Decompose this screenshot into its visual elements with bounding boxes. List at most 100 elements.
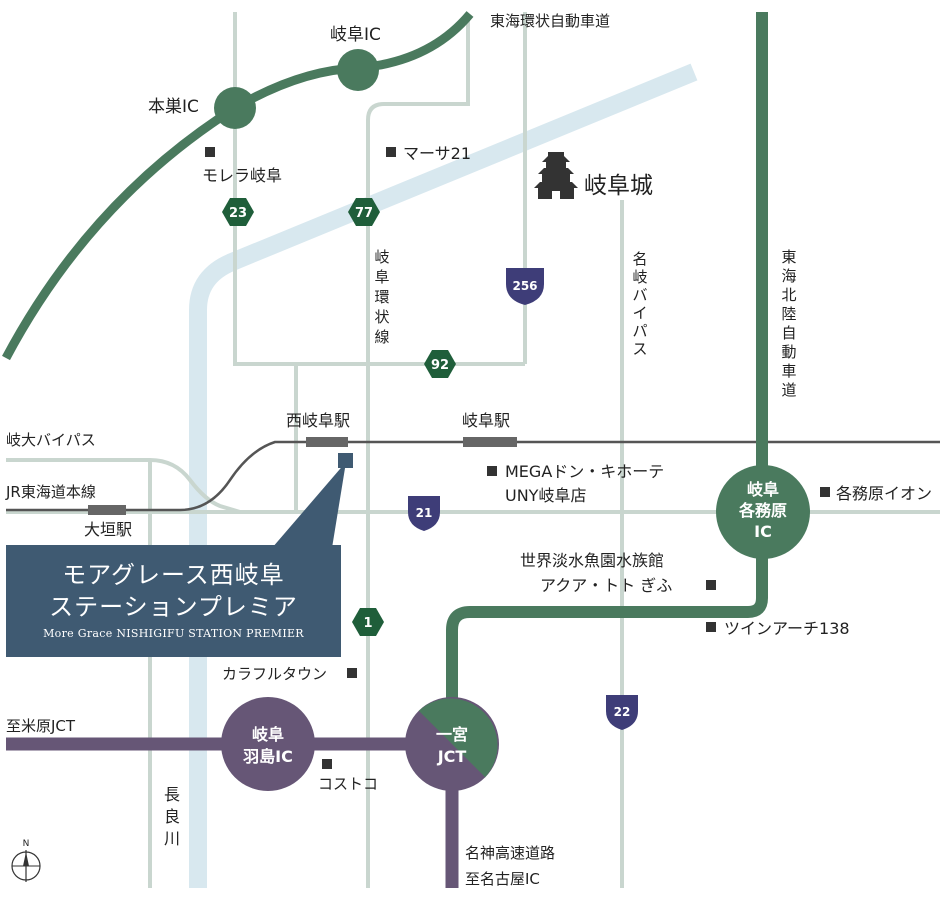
mozo-marker: [205, 147, 215, 157]
svg-text:1: 1: [363, 616, 372, 631]
motosu-ic-label: 本巣IC: [148, 97, 199, 117]
route-21-badge: 21: [408, 496, 440, 531]
tokai-hokuriku-label: 東 海 北 陸 自 動 車 道: [781, 248, 796, 399]
svg-text:川: 川: [164, 829, 180, 848]
nagoya-ic-label: 至名古屋IC: [465, 870, 540, 888]
svg-text:自: 自: [781, 324, 796, 342]
costco-marker: [322, 759, 332, 769]
gifu-kanjo-label: 岐 阜 環 状 線: [374, 248, 389, 346]
tokai-hokuriku-expressway: [446, 12, 768, 738]
twin-arch-marker: [706, 622, 716, 632]
ic-label-line2: 各務原: [738, 501, 787, 520]
gifu-station-marker: [463, 437, 517, 447]
ic-label-line1: 岐阜: [252, 725, 284, 744]
tokai-kanjo-expressway: [2, 11, 474, 361]
motosu-ic: [214, 87, 256, 129]
route-22-badge: 22: [606, 695, 638, 730]
property-marker: [338, 453, 353, 468]
meigi-bypass-label: 名 岐 バ イ パ ス: [632, 250, 647, 358]
landmark-markers: [205, 147, 830, 769]
ichinomiya-jct: 一宮 JCT: [405, 697, 499, 791]
nagara-river-label: 長 良 川: [164, 785, 180, 848]
meishin-label: 名神高速道路: [465, 844, 555, 862]
gifu-ic-label: 岐阜IC: [330, 25, 381, 45]
nishigifu-station-marker: [306, 437, 348, 447]
property-pointer: [272, 462, 346, 548]
road-gidai-bypass: [6, 458, 241, 514]
svg-text:東: 東: [781, 248, 796, 266]
gifu-station-label: 岐阜駅: [462, 411, 510, 430]
mozo-label: モレラ岐阜: [202, 166, 282, 185]
jr-tokaido-line: [6, 440, 940, 512]
road-gifu-kanjo: [366, 15, 470, 888]
svg-text:256: 256: [512, 279, 537, 293]
route-23-badge: 23: [222, 198, 254, 226]
aquarium-marker: [706, 580, 716, 590]
jct-label-line1: 一宮: [436, 725, 468, 744]
twin-arch-label: ツインアーチ138: [724, 619, 850, 638]
maibara-jct-label: 至米原JCT: [6, 717, 76, 735]
ic-label-line3: IC: [754, 522, 772, 541]
compass-icon: N: [11, 839, 41, 882]
svg-text:線: 線: [374, 328, 389, 346]
tokai-kanjo-label: 東海環状自動車道: [490, 12, 610, 30]
jr-tokaido-label: JR東海道本線: [5, 483, 96, 501]
svg-text:北: 北: [781, 286, 796, 304]
svg-text:パ: パ: [632, 322, 647, 340]
aquarium-label-1: 世界淡水魚園水族館: [520, 551, 664, 570]
svg-text:イ: イ: [632, 304, 647, 322]
nishigifu-station-label: 西岐阜駅: [286, 411, 350, 430]
aquarium-label-2: アクア・トト ぎふ: [540, 576, 672, 595]
route-1-badge: 1: [352, 608, 384, 636]
svg-text:車: 車: [781, 362, 796, 380]
mega-donki-marker: [487, 466, 497, 476]
ic-label-line2: 羽島IC: [243, 747, 293, 766]
svg-text:23: 23: [229, 206, 247, 221]
svg-text:岐: 岐: [374, 248, 389, 266]
gifu-kakamigahara-ic: 岐阜 各務原 IC: [716, 465, 810, 559]
svg-text:道: 道: [781, 381, 796, 399]
svg-text:ス: ス: [632, 340, 647, 358]
svg-text:21: 21: [416, 506, 433, 520]
svg-text:22: 22: [614, 705, 631, 719]
local-roads: [6, 12, 940, 888]
ogaki-station-label: 大垣駅: [84, 520, 132, 539]
gifu-castle-label: 岐阜城: [584, 173, 653, 199]
route-256-badge: 256: [506, 268, 544, 305]
nagara-river: [189, 63, 698, 888]
uny-label: UNY岐阜店: [505, 486, 586, 505]
svg-text:動: 動: [781, 343, 796, 361]
route-92-badge: 92: [424, 350, 456, 378]
mega-donki-label: MEGAドン・キホーテ: [505, 462, 664, 481]
route-77-badge: 77: [348, 198, 380, 226]
ogaki-station-marker: [88, 505, 126, 515]
gifu-hashima-ic: 岐阜 羽島IC: [221, 697, 315, 791]
svg-text:良: 良: [164, 807, 180, 826]
marsa-marker: [386, 147, 396, 157]
castle-icon: [534, 152, 578, 199]
gidai-bypass-label: 岐大バイパス: [6, 431, 96, 449]
property-name-line2: ステーションプレミア: [49, 593, 298, 621]
colorful-town-label: カラフルタウン: [222, 665, 327, 683]
costco-label: コストコ: [318, 775, 378, 793]
property-callout: モアグレース西岐阜 ステーションプレミア More Grace NISHIGIF…: [6, 545, 341, 657]
property-name-en: More Grace NISHIGIFU STATION PREMIER: [43, 627, 304, 640]
svg-text:77: 77: [355, 206, 373, 221]
jct-label-line2: JCT: [437, 747, 467, 766]
svg-text:海: 海: [781, 267, 796, 285]
svg-text:陸: 陸: [781, 305, 796, 323]
svg-text:阜: 阜: [374, 268, 389, 286]
svg-text:環: 環: [374, 288, 389, 306]
svg-text:状: 状: [374, 308, 389, 326]
svg-text:長: 長: [164, 785, 180, 804]
property-name-line1: モアグレース西岐阜: [62, 561, 285, 589]
svg-text:92: 92: [431, 358, 449, 373]
svg-text:名: 名: [632, 250, 647, 268]
aeon-label: 各務原イオン: [836, 484, 932, 503]
colorful-town-marker: [347, 668, 357, 678]
svg-text:岐: 岐: [632, 268, 647, 286]
aeon-marker: [820, 487, 830, 497]
svg-text:バ: バ: [632, 286, 647, 304]
marsa-label: マーサ21: [403, 144, 471, 163]
